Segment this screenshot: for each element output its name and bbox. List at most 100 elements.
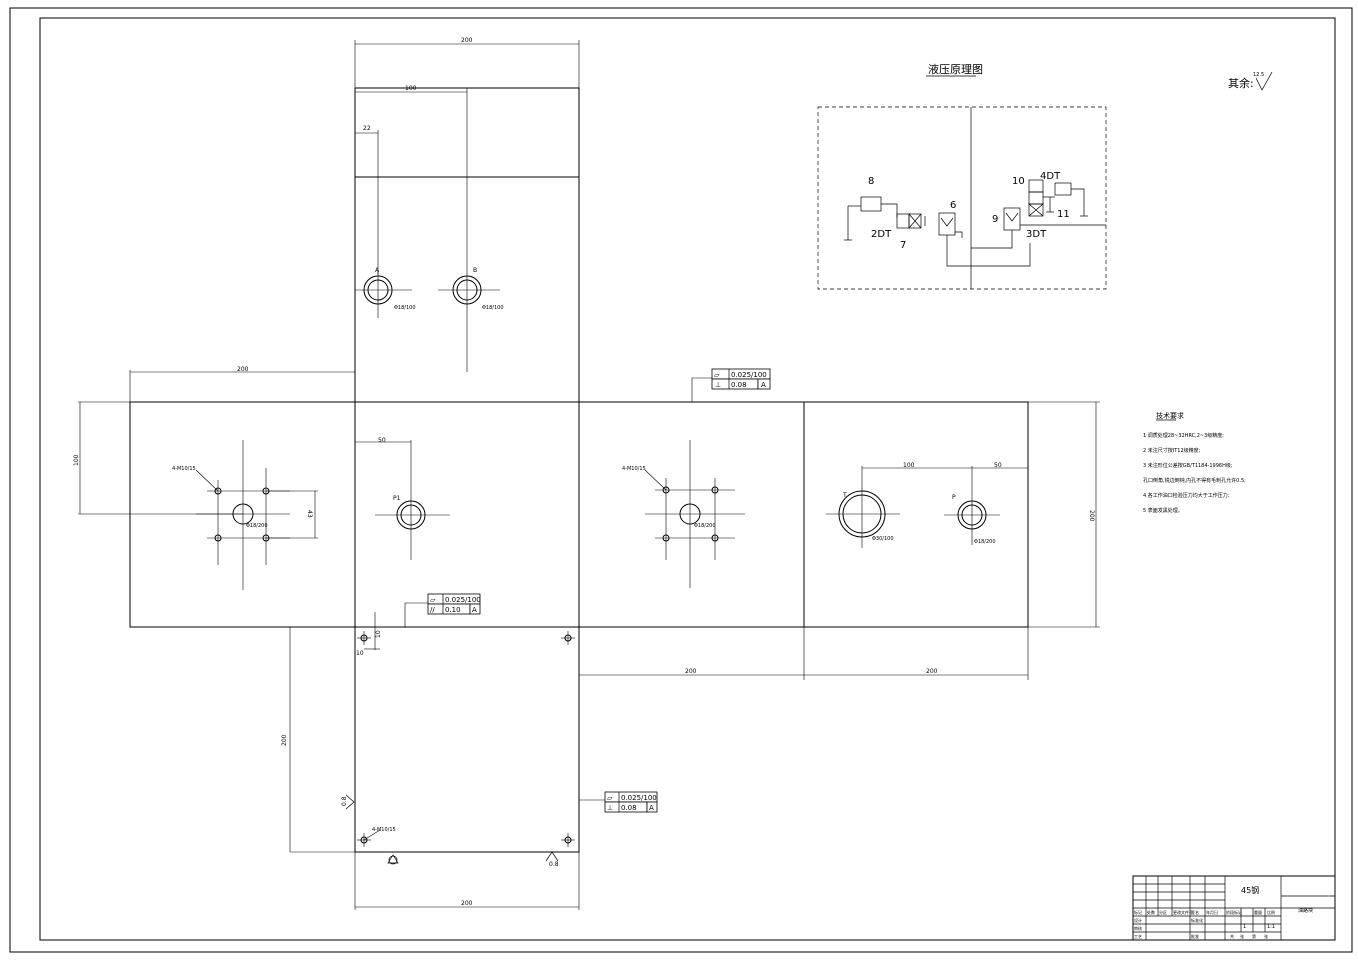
bottom-dims xyxy=(289,612,1029,910)
dim-mid-50: 50 xyxy=(378,437,386,444)
tol1-val2: 0.08 xyxy=(731,381,747,389)
dim-left-200: 200 xyxy=(237,366,249,373)
schematic-label-11: 11 xyxy=(1057,209,1070,220)
t-port-note: Φ30/100 xyxy=(872,536,894,542)
top-a-note: Φ18/100 xyxy=(394,305,416,311)
tb-stage: 阶段标记 xyxy=(1226,909,1242,915)
roughness-note-symbol xyxy=(1255,71,1273,91)
tol2-ref: A xyxy=(472,606,477,614)
dim-top-100: 100 xyxy=(405,85,417,92)
center-bolts-note: 4-M10/15 xyxy=(622,466,646,472)
dim-bottom-width: 200 xyxy=(461,900,473,907)
schematic-label-10: 10 xyxy=(1012,176,1025,187)
right-view xyxy=(578,401,805,628)
top-dims xyxy=(354,40,580,275)
dim-bottom-right: 200 xyxy=(926,668,938,675)
title-scale: 1:1 xyxy=(1267,924,1275,930)
roughness-mark-left xyxy=(345,794,355,810)
dim-lower-10b: 10 xyxy=(356,650,364,657)
dim-lower-10a: 10 xyxy=(375,630,382,638)
tol1-sym: ▱ xyxy=(714,371,720,379)
datum-a-mark xyxy=(387,854,399,865)
tb-label-zone: 分区 xyxy=(1159,909,1167,915)
top-b-note: Φ18/100 xyxy=(482,305,504,311)
left-dims xyxy=(78,370,355,539)
left-view-holes xyxy=(195,440,290,590)
bottom-bolts-note: 4-M10/15 xyxy=(372,827,396,833)
dim-left-100: 100 xyxy=(73,454,80,466)
title-block xyxy=(1132,875,1336,941)
p-port-note: Φ18/200 xyxy=(974,539,996,545)
tb-weight: 重量 xyxy=(1254,909,1262,915)
schematic-label-6: 6 xyxy=(950,200,956,211)
tol2-val: 0.025/100 xyxy=(445,596,481,604)
rear-view xyxy=(803,401,1029,628)
schematic-label-7: 7 xyxy=(900,240,906,251)
port-b-label: B xyxy=(473,267,477,274)
title-part-name: 油路块 xyxy=(1298,907,1313,914)
left-view xyxy=(129,401,356,628)
tb-design: 设计 xyxy=(1134,917,1142,923)
bottom-view-holes xyxy=(357,631,575,847)
tol2-sym: ▱ xyxy=(430,596,436,604)
roughness-bottom-val: 0.8 xyxy=(549,861,559,868)
schematic-label-9: 9 xyxy=(992,214,998,225)
dim-lower-height: 200 xyxy=(281,734,288,746)
schematic-label-4dt: 4DT xyxy=(1040,171,1061,182)
dim-right-100: 100 xyxy=(903,462,915,469)
roughness-note-label: 其余: xyxy=(1228,76,1254,90)
roughness-mark-bottom xyxy=(545,851,559,862)
dim-right-height: 200 xyxy=(1088,510,1095,522)
title-qty: 1 xyxy=(1243,924,1246,930)
dim-right-50: 50 xyxy=(994,462,1002,469)
dim-top-22: 22 xyxy=(363,125,371,132)
port-p-hole xyxy=(944,466,1000,545)
tb-label-count: 处数 xyxy=(1147,909,1155,915)
tol2-sym2: // xyxy=(430,606,435,614)
schematic-label-2dt: 2DT xyxy=(871,229,892,240)
tech-req-2: 2 未注尺寸按IT12级精度; xyxy=(1143,447,1201,454)
schematic-title: 液压原理图 xyxy=(928,62,983,76)
port-p1-label: P1 xyxy=(393,495,401,502)
tb-ratio: 比例 xyxy=(1267,909,1275,915)
port-t-hole xyxy=(826,466,900,548)
tol3-val: 0.025/100 xyxy=(621,794,657,802)
tb-review: 审核 xyxy=(1134,925,1142,931)
tolerance-frame-3 xyxy=(579,791,658,813)
schematic-label-3dt: 3DT xyxy=(1026,229,1047,240)
tol3-sym: ▱ xyxy=(607,794,613,802)
schematic-label-8: 8 xyxy=(868,176,874,187)
tb-process: 工艺 xyxy=(1134,934,1142,939)
rear-dims xyxy=(862,401,1100,628)
center-center-note: Φ18/200 xyxy=(694,523,716,529)
tech-req-3: 3 未注形位公差按GB/T1184-1996H级; xyxy=(1143,462,1233,469)
dim-bottom-mid: 200 xyxy=(685,668,697,675)
dim-left-43: 43 xyxy=(306,510,313,518)
tol3-ref: A xyxy=(649,804,654,812)
port-a-hole xyxy=(355,270,412,318)
tb-approve: 批准 xyxy=(1191,933,1199,939)
tol2-val2: 0.10 xyxy=(445,606,461,614)
tol1-val: 0.025/100 xyxy=(731,371,767,379)
front-view xyxy=(354,401,580,628)
tol1-sym2: ⊥ xyxy=(715,381,721,389)
tb-standard: 标准化 xyxy=(1191,917,1203,923)
tol3-sym2: ⊥ xyxy=(607,804,613,812)
tech-req-title: 技术要求 xyxy=(1156,411,1184,420)
title-material: 45钢 xyxy=(1241,885,1259,895)
port-p1-hole xyxy=(355,440,450,560)
tb-sheet-no: 第 xyxy=(1252,933,1256,939)
dim-top-width: 200 xyxy=(461,37,473,44)
right-view-holes xyxy=(644,440,745,588)
tech-req-3b: 孔口倒角,锐边倒钝,内孔不得有毛刺孔允许0.5; xyxy=(1143,477,1246,484)
tb-label-sign: 签名 xyxy=(1191,909,1199,915)
roughness-note-value: 12.5 xyxy=(1253,72,1264,78)
schematic-boundary xyxy=(817,106,1107,290)
port-b-hole xyxy=(438,180,500,372)
bottom-view xyxy=(354,626,580,853)
tech-req-4: 4 各工作油口检验压力均大于工作压力; xyxy=(1143,492,1230,499)
tb-sheet-unit2: 张 xyxy=(1264,933,1268,939)
tb-sheet-total: 共 xyxy=(1230,933,1234,939)
